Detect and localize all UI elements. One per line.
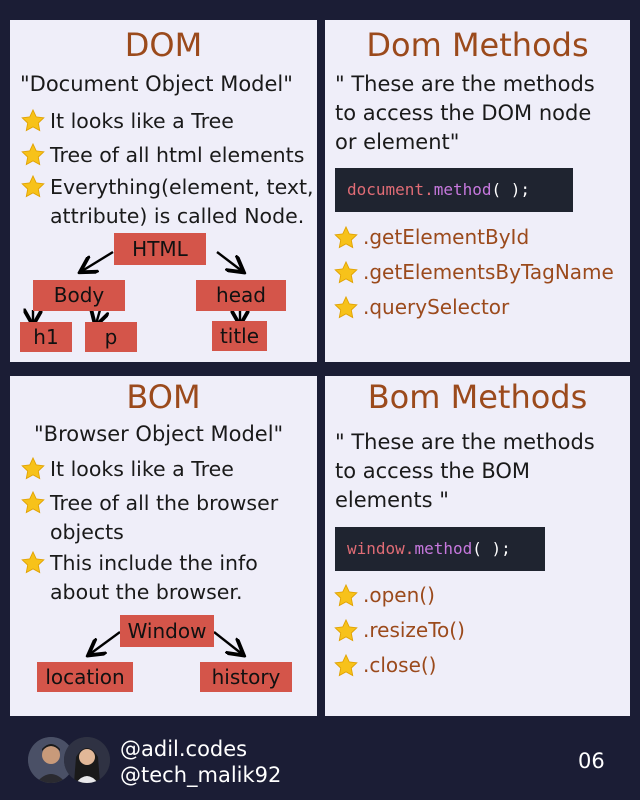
star-icon bbox=[333, 260, 359, 286]
tree-node-window: Window bbox=[120, 615, 214, 647]
bom-method-resizeto: .resizeTo() bbox=[333, 616, 465, 644]
dom-method-queryselector: .querySelector bbox=[333, 293, 509, 321]
bom-methods-description: " These are the methods to access the BO… bbox=[335, 430, 595, 512]
dom-method-getelementbyid: .getElementById bbox=[333, 223, 529, 251]
star-icon bbox=[333, 653, 359, 679]
bom-bullet-1: It looks like a Tree bbox=[20, 454, 234, 484]
dom-bullet-2: Tree of all html elements bbox=[20, 140, 304, 170]
bom-code-snippet: window.method( ); bbox=[335, 527, 545, 571]
star-icon bbox=[333, 583, 359, 609]
dom-methods-title: Dom Methods bbox=[366, 26, 589, 64]
bom-methods-card: Bom Methods " These are the methods to a… bbox=[325, 376, 630, 716]
tree-node-head: head bbox=[196, 280, 286, 311]
dom-code-snippet: document.method( ); bbox=[335, 168, 573, 212]
handle-tech-malik: @tech_malik92 bbox=[120, 763, 282, 787]
star-icon bbox=[333, 295, 359, 321]
handle-adil: @adil.codes bbox=[120, 737, 248, 761]
dom-methods-description: " These are the methods to access the DO… bbox=[335, 72, 595, 154]
tree-node-h1: h1 bbox=[20, 322, 72, 352]
bom-bullet-3-cont: about the browser. bbox=[50, 580, 243, 604]
bom-methods-title: Bom Methods bbox=[367, 378, 588, 416]
dom-card: DOM "Document Object Model" It looks lik… bbox=[10, 20, 317, 362]
bom-bullet-2: Tree of all the browser bbox=[20, 488, 278, 518]
footer-handles: @adil.codes @tech_malik92 bbox=[120, 736, 281, 788]
dom-bullet-1: It looks like a Tree bbox=[20, 106, 234, 136]
tree-node-body: Body bbox=[33, 280, 125, 311]
bom-card: BOM "Browser Object Model" It looks like… bbox=[10, 376, 317, 716]
bom-bullet-3: This include the info bbox=[20, 548, 258, 578]
tree-node-p: p bbox=[85, 322, 137, 352]
dom-bullet-3-cont: attribute) is called Node. bbox=[50, 204, 305, 228]
avatar bbox=[64, 737, 110, 783]
star-icon bbox=[333, 225, 359, 251]
bom-title: BOM bbox=[126, 378, 201, 416]
tree-node-title: title bbox=[212, 321, 267, 351]
dom-title: DOM bbox=[124, 26, 203, 64]
bom-bullet-2-cont: objects bbox=[50, 520, 124, 544]
bom-subtitle: "Browser Object Model" bbox=[34, 422, 284, 446]
avatar bbox=[28, 737, 74, 783]
dom-subtitle: "Document Object Model" bbox=[20, 72, 293, 96]
tree-node-html: HTML bbox=[114, 233, 206, 265]
bom-method-open: .open() bbox=[333, 581, 435, 609]
tree-node-history: history bbox=[200, 662, 292, 692]
bom-method-close: .close() bbox=[333, 651, 436, 679]
page-number: 06 bbox=[578, 749, 605, 773]
tree-node-location: location bbox=[37, 662, 133, 692]
star-icon bbox=[333, 618, 359, 644]
dom-methods-card: Dom Methods " These are the methods to a… bbox=[325, 20, 630, 362]
dom-bullet-3: Everything(element, text, bbox=[20, 172, 314, 202]
dom-method-getelementsbytagname: .getElementsByTagName bbox=[333, 258, 614, 286]
bom-tree-arrows bbox=[10, 631, 317, 716]
dom-tree-arrows bbox=[10, 250, 317, 362]
